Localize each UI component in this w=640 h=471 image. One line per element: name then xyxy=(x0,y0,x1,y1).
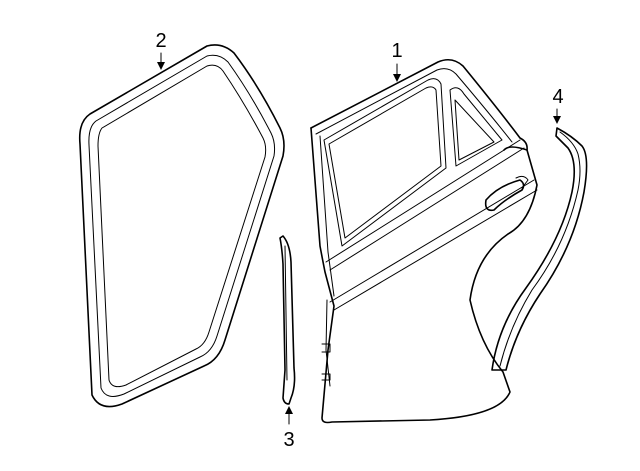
front-weatherstrip-part xyxy=(279,235,296,405)
door-part xyxy=(310,58,538,424)
rear-weatherstrip-part xyxy=(491,127,588,371)
callout-1: 1 xyxy=(391,40,402,62)
door-seal-part xyxy=(78,44,285,408)
callout-2: 2 xyxy=(155,30,166,52)
callout-4: 4 xyxy=(552,86,563,108)
callout-3: 3 xyxy=(283,429,294,451)
leader-lines xyxy=(157,52,561,425)
